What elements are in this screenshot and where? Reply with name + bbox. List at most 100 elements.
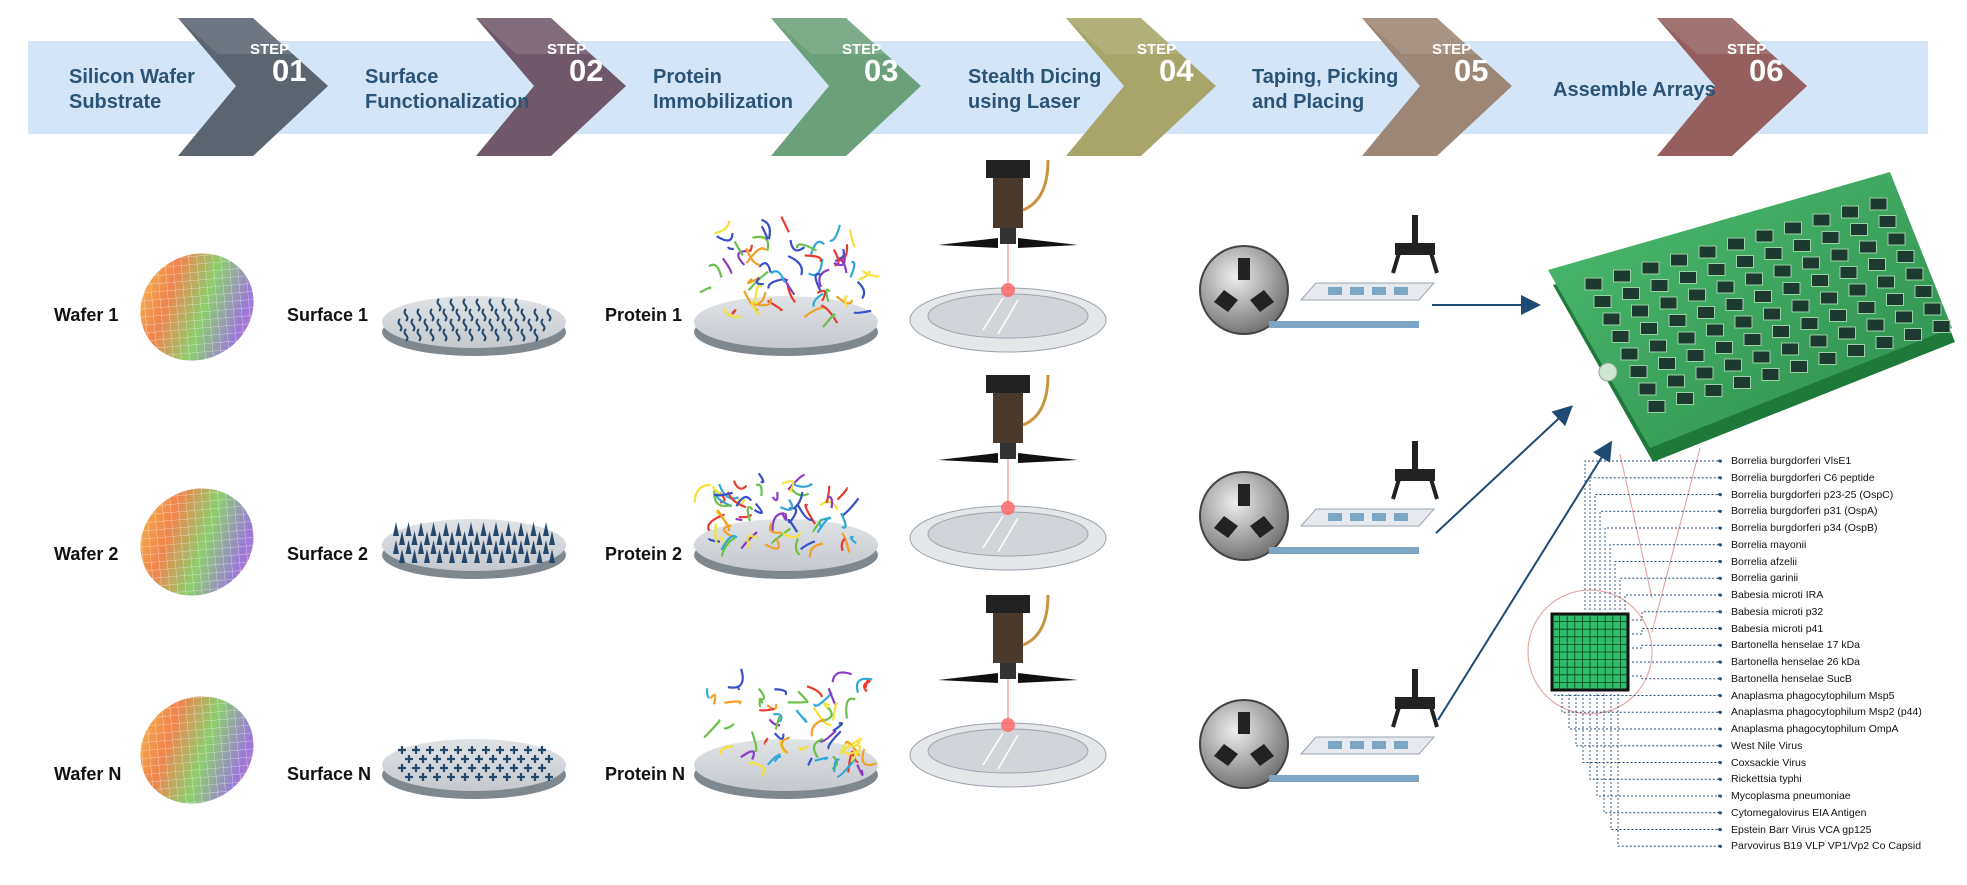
protein-n-label: Protein N xyxy=(605,764,686,784)
linker-cross xyxy=(517,755,525,763)
tape-reel-unit-1 xyxy=(1199,215,1439,335)
protein-ribbon xyxy=(693,483,711,503)
array-cell xyxy=(1895,310,1913,324)
leader-line xyxy=(1624,594,1718,610)
linker-squiggle xyxy=(514,318,520,332)
protein-ribbon xyxy=(724,700,742,705)
pick-tray xyxy=(1299,736,1436,755)
surface-1-label: Surface 1 xyxy=(287,305,369,325)
protein-ribbon xyxy=(825,288,831,302)
linker-squiggle xyxy=(429,308,435,322)
step-4-word: STEP xyxy=(1137,41,1177,58)
leader-dot xyxy=(1718,710,1722,715)
linker-cross xyxy=(475,755,483,763)
linker-spike xyxy=(543,540,549,554)
leader-line xyxy=(1594,494,1718,610)
linker-spike xyxy=(474,549,480,563)
leader-dot xyxy=(1718,743,1722,748)
array-cell xyxy=(1781,342,1799,356)
laser-head xyxy=(986,375,1030,393)
protein-n-disc xyxy=(694,668,878,799)
array-cell xyxy=(1800,317,1819,330)
antigen-label: Bartonella henselae SucB xyxy=(1731,672,1852,685)
array-cell xyxy=(1818,352,1837,365)
step-6-chevron xyxy=(1657,18,1807,156)
array-cell xyxy=(1878,215,1897,228)
leader-dot xyxy=(1718,810,1722,815)
array-cell xyxy=(1670,253,1688,267)
array-cell xyxy=(1875,336,1894,349)
surface-2-label: Surface 2 xyxy=(287,544,369,564)
leader-line xyxy=(1568,694,1718,730)
protein-ribbon xyxy=(754,284,763,301)
laser-head xyxy=(986,160,1030,178)
linker-squiggle xyxy=(475,298,481,312)
protein-ribbon xyxy=(737,250,747,266)
linker-spike xyxy=(436,531,443,545)
protein-ribbon xyxy=(716,233,734,242)
linker-spike xyxy=(424,549,430,563)
linker-spike xyxy=(393,522,399,536)
linker-spike xyxy=(536,531,543,545)
array-cell xyxy=(1841,205,1859,219)
linker-spike xyxy=(505,540,512,554)
linker-spike xyxy=(436,549,443,563)
antigen-label: West Nile Virus xyxy=(1731,739,1803,752)
leader-line xyxy=(1619,577,1718,610)
array-cell xyxy=(1686,349,1705,362)
pick-tray xyxy=(1299,508,1436,527)
protein-ribbon xyxy=(735,495,753,507)
laser-dicing-unit-2 xyxy=(909,374,1107,571)
step-3-chevron xyxy=(771,18,921,156)
antigen-label: Babesia microti p32 xyxy=(1731,605,1824,618)
leader-dot xyxy=(1718,609,1722,614)
leader-dot xyxy=(1718,643,1722,648)
linker-squiggle xyxy=(540,318,546,332)
linker-spike xyxy=(486,531,493,545)
linker-spike xyxy=(430,522,437,536)
array-cell xyxy=(1611,330,1630,343)
protein-ribbon xyxy=(804,503,817,525)
linker-squiggle xyxy=(494,308,500,322)
linker-squiggle xyxy=(507,328,513,342)
linker-cross xyxy=(482,746,490,754)
wafer-n-label: Wafer N xyxy=(54,764,122,784)
carrier-tape xyxy=(1269,775,1419,782)
linker-spike xyxy=(411,549,418,563)
protein-ribbon xyxy=(733,240,744,257)
linker-spike xyxy=(405,540,412,554)
protein-ribbon xyxy=(767,754,782,766)
linker-squiggle xyxy=(481,308,487,322)
protein-ribbon xyxy=(731,309,737,315)
linker-spike xyxy=(549,531,555,545)
array-cell xyxy=(1896,250,1915,263)
linker-squiggle xyxy=(455,308,461,322)
array-cell xyxy=(1734,315,1753,329)
antigen-label: Parvovirus B19 VLP VP1/Vp2 Co Capsid xyxy=(1731,840,1922,853)
leader-dot xyxy=(1718,593,1722,597)
protein-ribbon xyxy=(709,693,717,705)
antigen-label: Cytomegalovirus EIA Antigen xyxy=(1731,806,1867,819)
protein-ribbon xyxy=(836,758,856,778)
linker-squiggle xyxy=(533,308,539,322)
leader-dot xyxy=(1718,827,1722,832)
linker-spike xyxy=(468,540,474,554)
linker-cross xyxy=(426,764,434,772)
assembled-array-board xyxy=(1548,172,1955,462)
leader-line xyxy=(1614,561,1718,610)
array-cell xyxy=(1640,322,1658,335)
linker-spike xyxy=(549,549,555,563)
protein-ribbon xyxy=(763,737,769,745)
linker-cross xyxy=(433,755,441,763)
protein-ribbon xyxy=(832,702,839,721)
linker-spike xyxy=(455,522,462,536)
picker-arm xyxy=(1412,441,1418,469)
protein-ribbon xyxy=(835,295,854,305)
linker-squiggle xyxy=(468,308,474,322)
step-2-chevron xyxy=(476,18,626,156)
linker-squiggle xyxy=(429,328,435,342)
protein-ribbon xyxy=(811,518,823,533)
